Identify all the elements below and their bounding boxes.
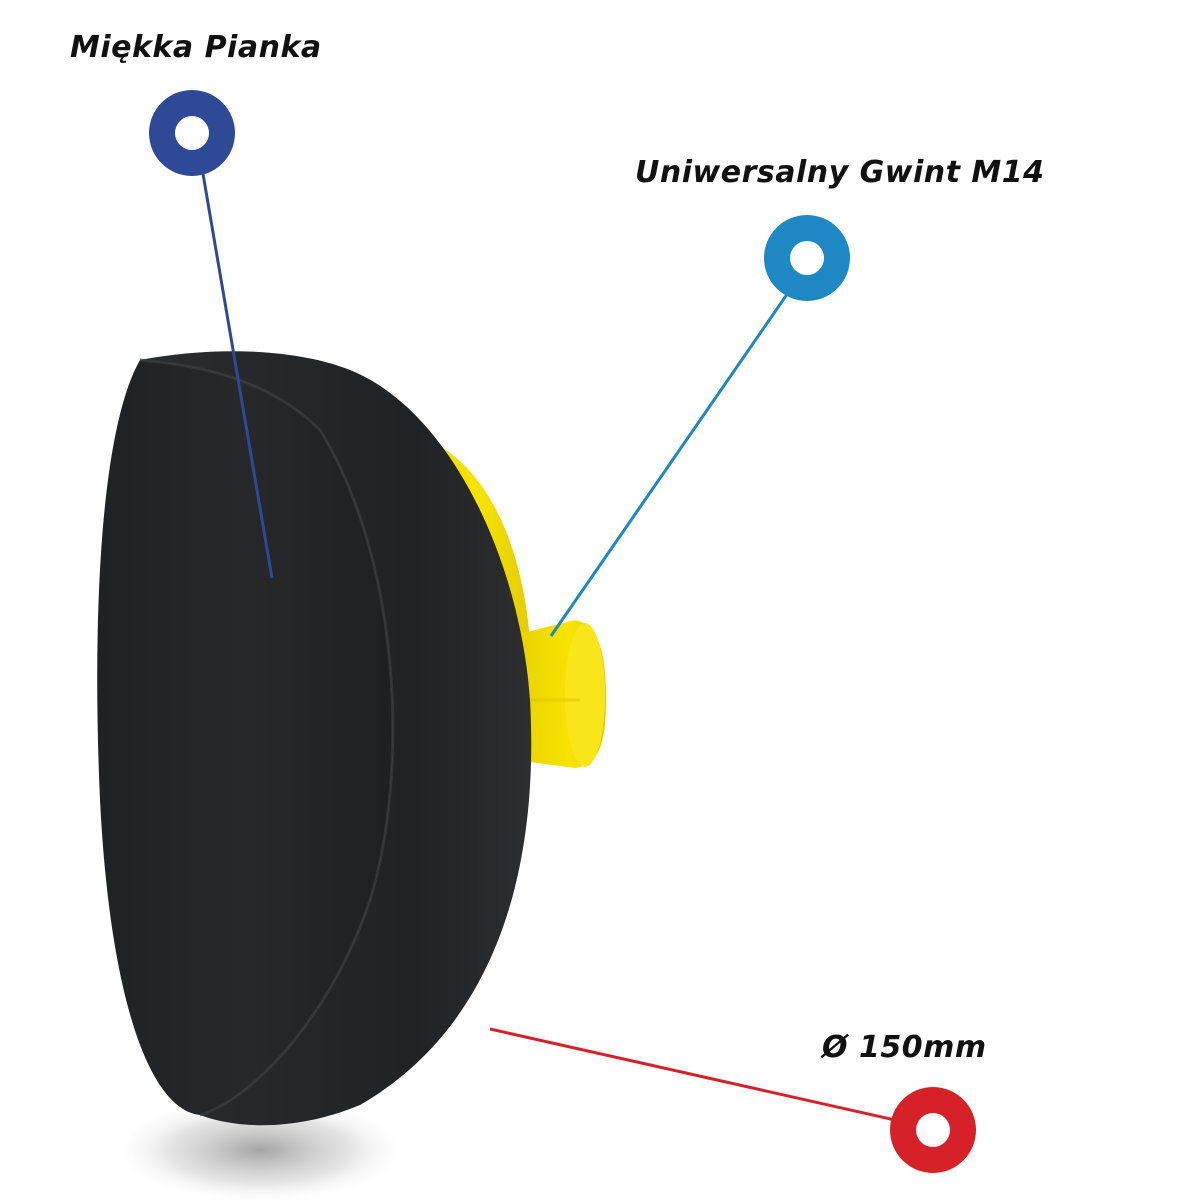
foam-pad-face [97,360,393,1115]
diameter-callout-label: Ø 150mm [822,1030,987,1065]
thread-spindle [515,620,606,768]
diameter-leader-line [489,1027,896,1122]
foam-callout-label: Miękka Pianka [70,30,322,65]
thread-ring-marker-icon [764,215,850,301]
thread-callout-label: Uniwersalny Gwint M14 [635,155,1045,190]
foam-pad-side [140,351,532,1126]
thread-leader-line [549,289,792,637]
foam-ring-marker-icon [149,90,235,176]
foam-leader-line [200,167,274,579]
diameter-ring-marker-icon [890,1087,976,1173]
floor-shadow [110,1095,410,1200]
